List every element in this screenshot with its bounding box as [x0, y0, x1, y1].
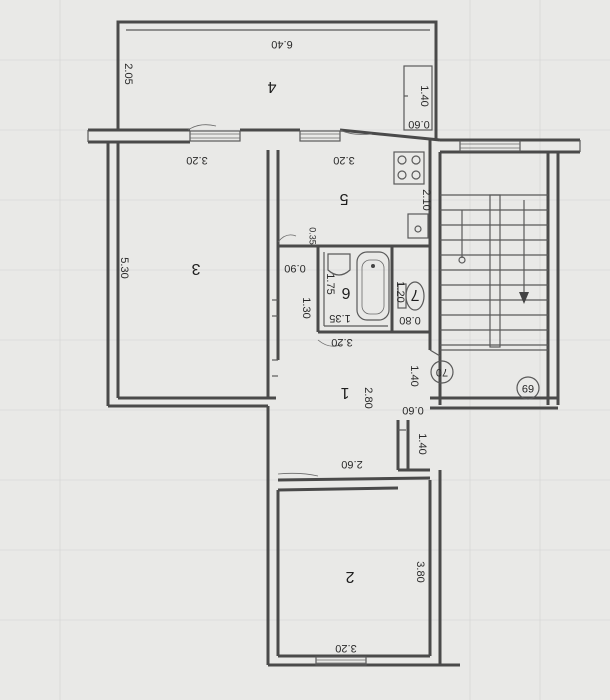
room-label-2: 2	[345, 568, 354, 585]
dim-130: 1.30	[300, 297, 312, 318]
dim-035: 0.35	[308, 227, 318, 245]
dim-120: 1.20	[394, 281, 406, 302]
bathtub-icon	[356, 251, 390, 321]
dim-320-room5: 3.20	[333, 154, 354, 166]
dim-060-hall: 0.60	[402, 404, 423, 416]
windows	[189, 65, 521, 666]
doors	[187, 95, 441, 477]
dim-280: 2.80	[362, 387, 374, 408]
toilet-icon	[397, 281, 425, 311]
dim-175: 1.75	[324, 273, 336, 294]
dim-205: 2.05	[122, 63, 134, 84]
dim-640: 6.40	[271, 38, 292, 50]
dim-090: 0.90	[284, 262, 305, 274]
dim-140-hall: 1.40	[408, 365, 420, 386]
dim-380: 3.80	[414, 561, 426, 582]
dim-140-lower: 1.40	[416, 433, 428, 454]
dim-060-balcony: 0.60	[408, 118, 429, 130]
marker-label-69: 69	[522, 382, 534, 394]
dim-210: 2.10	[420, 189, 432, 210]
room-label-6: 6	[341, 284, 350, 301]
dim-320-hall: 3.20	[331, 336, 352, 348]
marker-circle-69	[516, 376, 540, 400]
dim-320-room3: 3.20	[186, 154, 207, 166]
stove-icon	[393, 151, 425, 185]
marker-label-70: 70	[436, 366, 448, 378]
sink-icon	[407, 213, 429, 239]
dim-530: 5.30	[118, 257, 130, 278]
room-label-7: 7	[410, 286, 419, 303]
labels: 4 5 3 6 7 1 2 6.40 2.05 1.40 0.60 3.20 3…	[118, 38, 534, 654]
room-label-3: 3	[191, 260, 200, 277]
room-label-1: 1	[340, 384, 349, 401]
washbasin-icon	[327, 253, 351, 276]
dim-140-balcony: 1.40	[418, 85, 430, 106]
room-label-5: 5	[339, 190, 348, 207]
staircase	[440, 194, 548, 351]
dim-260: 2.60	[341, 458, 362, 470]
marker-circle-70	[430, 360, 454, 384]
room-label-4: 4	[267, 78, 276, 95]
dim-080: 0.80	[399, 314, 420, 326]
dim-135: 1.35	[329, 312, 350, 324]
dim-320-room2: 3.20	[335, 642, 356, 654]
